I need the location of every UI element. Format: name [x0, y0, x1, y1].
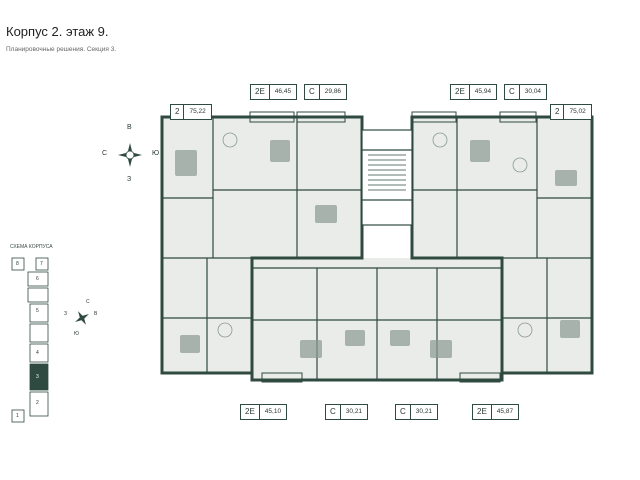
schema-section-4: 4	[36, 350, 39, 356]
compass-small-e: Ю	[74, 331, 80, 337]
apartment-area: 45,87	[496, 408, 514, 415]
building-schema	[11, 257, 49, 423]
compass-e: Ю	[152, 150, 160, 157]
apartment-code: С	[396, 405, 411, 419]
page-subtitle: Планировочные решения. Секция 3.	[6, 46, 117, 53]
compass-small-w: С	[86, 299, 90, 305]
apartment-tag[interactable]: 2 75,02	[550, 104, 592, 120]
apartment-tag[interactable]: С 30,21	[395, 404, 439, 420]
apartment-tag[interactable]: С 29,86	[304, 84, 348, 100]
apartment-code: С	[505, 85, 520, 99]
compass-small-n: В	[94, 311, 98, 317]
schema-section-5: 5	[36, 308, 39, 314]
apartment-area: 75,22	[189, 108, 206, 115]
compass-small-icon	[75, 311, 89, 325]
schema-section-7: 7	[40, 261, 43, 267]
apartment-code: 2E	[241, 405, 260, 419]
compass-rose-icon	[118, 143, 142, 167]
apartment-tag[interactable]: 2 75,22	[170, 104, 212, 120]
apartment-area: 45,94	[474, 88, 492, 95]
apartment-tag[interactable]: С 30,04	[504, 84, 548, 100]
apartment-area: 45,10	[264, 408, 282, 415]
apartment-code: 2	[551, 105, 565, 119]
schema-section-2: 2	[36, 400, 39, 406]
apartment-code: 2E	[451, 85, 470, 99]
apartment-area: 30,21	[345, 408, 363, 415]
apartment-tag[interactable]: 2E 46,45	[250, 84, 298, 100]
apartment-area: 30,21	[415, 408, 433, 415]
apartment-code: С	[326, 405, 341, 419]
schema-section-1: 1	[16, 413, 19, 419]
apartment-tag[interactable]: 2E 45,94	[450, 84, 498, 100]
apartment-area: 30,04	[524, 88, 542, 95]
apartment-code: 2E	[473, 405, 492, 419]
apartment-code: С	[305, 85, 320, 99]
compass-s: З	[127, 176, 132, 183]
compass-small: В З Ю С	[64, 299, 98, 337]
apartment-code: 2E	[251, 85, 270, 99]
page-title: Корпус 2. этаж 9.	[6, 24, 109, 39]
compass-small-s: З	[64, 311, 68, 317]
schema-section-3: 3	[36, 374, 39, 380]
compass-n: В	[127, 124, 132, 131]
apartment-code: 2	[171, 105, 185, 119]
apartment-area: 29,86	[324, 88, 342, 95]
apartment-area: 46,45	[274, 88, 292, 95]
compass: В З С Ю	[102, 124, 159, 183]
apartment-tag[interactable]: 2E 45,87	[472, 404, 520, 420]
compass-w: С	[102, 150, 108, 157]
apartment-tag[interactable]: 2E 45,10	[240, 404, 288, 420]
schema-section-6: 6	[36, 276, 39, 282]
schema-title: СХЕМА КОРПУСА	[10, 244, 53, 250]
schema-section-8: 8	[16, 261, 19, 267]
apartment-tag[interactable]: С 30,21	[325, 404, 369, 420]
apartment-area: 75,02	[569, 108, 586, 115]
